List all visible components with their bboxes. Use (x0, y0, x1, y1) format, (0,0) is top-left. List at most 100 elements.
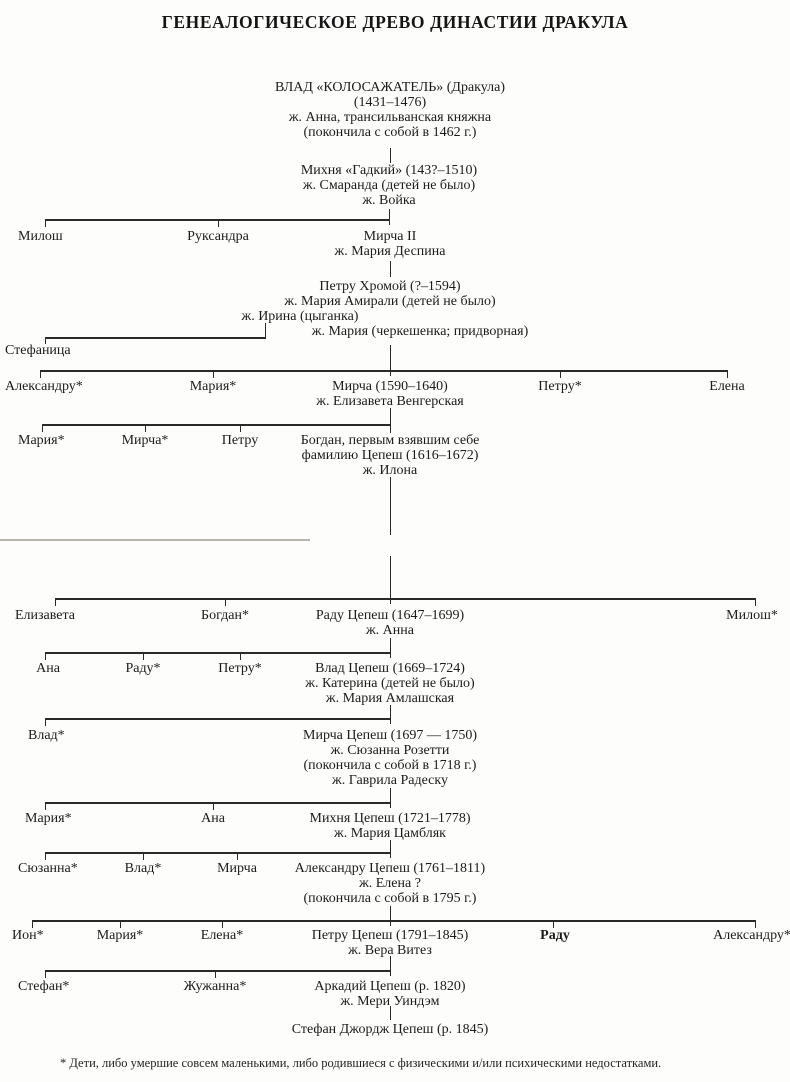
person-label: Аркадий Цепеш (р. 1820) (314, 979, 466, 994)
connector-line-vertical (390, 956, 392, 976)
connector-line-vertical (213, 802, 215, 810)
person-label: Петру Хромой (?–1594) (319, 279, 461, 294)
connector-line-vertical (32, 920, 34, 928)
connector-line-vertical (390, 148, 392, 163)
person-label: ж. Войка (362, 193, 416, 208)
connector-line-vertical (45, 852, 47, 860)
footnote: * Дети, либо умершие совсем маленькими, … (60, 1056, 662, 1070)
person-label: Елена (709, 379, 745, 394)
connector-line-vertical (40, 370, 42, 378)
connector-line-vertical (390, 345, 392, 376)
person-label: Мирча (217, 861, 257, 876)
person-label: Мирча* (121, 433, 169, 448)
person-label: Александру* (5, 379, 83, 394)
person-label: Стефан Джордж Цепеш (р. 1845) (291, 1022, 489, 1037)
connector-line-horizontal (45, 718, 391, 720)
connector-line-vertical (225, 598, 227, 606)
connector-line-horizontal (45, 970, 391, 972)
person-label: Мария* (189, 379, 237, 394)
person-label: Петру (221, 433, 259, 448)
connector-line-horizontal (0, 539, 310, 541)
person-label: Руксандра (187, 229, 249, 244)
person-label: Мария* (96, 928, 144, 943)
person-label: Милош (18, 229, 63, 244)
connector-line-vertical (45, 718, 47, 726)
connector-line-vertical (560, 370, 562, 378)
person-label: Александру* (713, 928, 790, 943)
person-label: Михня «Гадкий» (143?–1510) (300, 163, 478, 178)
connector-line-horizontal (45, 219, 390, 221)
person-label: ж. Вера Витез (348, 943, 432, 958)
connector-line-vertical (240, 652, 242, 660)
connector-line-vertical (553, 920, 555, 928)
connector-line-vertical (45, 802, 47, 810)
connector-line-vertical (240, 424, 242, 432)
person-label: Влад Цепеш (1669–1724) (315, 661, 465, 676)
connector-line-vertical (45, 337, 47, 344)
person-label: ж. Илона (362, 463, 418, 478)
connector-line-vertical (390, 408, 392, 433)
person-label: Ана (201, 811, 225, 826)
person-label: ж. Анна, трансильванская княжна (288, 110, 492, 125)
person-label: ж. Катерина (детей не было) (305, 676, 475, 691)
connector-line-vertical (390, 1006, 392, 1020)
connector-line-vertical (215, 970, 217, 978)
person-label: Раду* (125, 661, 161, 676)
connector-line-vertical (213, 370, 215, 378)
connector-line-vertical (42, 424, 44, 432)
connector-line-vertical (390, 261, 392, 277)
person-label: (покончила с собой в 1795 г.) (303, 891, 477, 906)
connector-line-horizontal (45, 337, 266, 339)
connector-line-vertical (390, 556, 392, 604)
person-label: ж. Мария Деспина (334, 244, 446, 259)
connector-line-horizontal (42, 424, 391, 426)
connector-line-vertical (143, 852, 145, 860)
connector-line-horizontal (55, 598, 756, 600)
person-label: Сюзанна* (18, 861, 78, 876)
person-label: (покончила с собой в 1718 г.) (303, 758, 477, 773)
connector-line-vertical (145, 424, 147, 432)
connector-line-vertical (390, 788, 392, 808)
connector-line-vertical (218, 219, 220, 227)
connector-line-vertical (390, 840, 392, 858)
connector-line-vertical (727, 370, 729, 378)
person-label: Мирча II (363, 229, 417, 244)
connector-line-vertical (755, 598, 757, 606)
connector-line-horizontal (45, 652, 391, 654)
connector-line-vertical (222, 920, 224, 928)
person-label: (1431–1476) (353, 95, 427, 110)
page-title: ГЕНЕАЛОГИЧЕСКОЕ ДРЕВО ДИНАСТИИ ДРАКУЛА (161, 12, 629, 32)
connector-line-vertical (143, 652, 145, 660)
person-label: Петру* (218, 661, 262, 676)
person-label: ж. Сюзанна Розетти (330, 743, 450, 758)
connector-line-vertical (390, 638, 392, 658)
person-label: ж. Гаврила Радеску (332, 773, 448, 788)
person-label: Ана (36, 661, 60, 676)
connector-line-vertical (45, 652, 47, 660)
connector-line-vertical (55, 598, 57, 606)
connector-line-horizontal (45, 802, 391, 804)
connector-line-vertical (390, 477, 392, 535)
person-label: Богдан, первым взявшим себе (300, 433, 480, 448)
connector-line-vertical (265, 323, 267, 338)
person-label: Стефан* (18, 979, 70, 994)
connector-line-vertical (237, 852, 239, 860)
connector-line-vertical (389, 209, 391, 225)
person-label: Влад* (124, 861, 162, 876)
person-label: Раду Цепеш (1647–1699) (315, 608, 465, 623)
connector-line-vertical (755, 920, 757, 928)
person-label: Раду (540, 928, 570, 943)
connector-line-horizontal (45, 852, 391, 854)
connector-line-vertical (120, 920, 122, 928)
person-label: ж. Смаранда (детей не было) (302, 178, 476, 193)
person-label: ж. Мери Уиндэм (340, 994, 440, 1009)
person-label: ж. Мария Амлашская (325, 691, 455, 706)
person-label: ВЛАД «КОЛОСАЖАТЕЛЬ» (Дракула) (274, 80, 506, 95)
person-label: Елизавета (15, 608, 76, 623)
person-label: Мирча (1590–1640) (332, 379, 448, 394)
connector-line-horizontal (40, 370, 728, 372)
connector-line-vertical (45, 219, 47, 227)
person-label: Александру Цепеш (1761–1811) (294, 861, 486, 876)
person-label: Мирча Цепеш (1697 — 1750) (303, 728, 477, 743)
person-label: Ион* (12, 928, 44, 943)
